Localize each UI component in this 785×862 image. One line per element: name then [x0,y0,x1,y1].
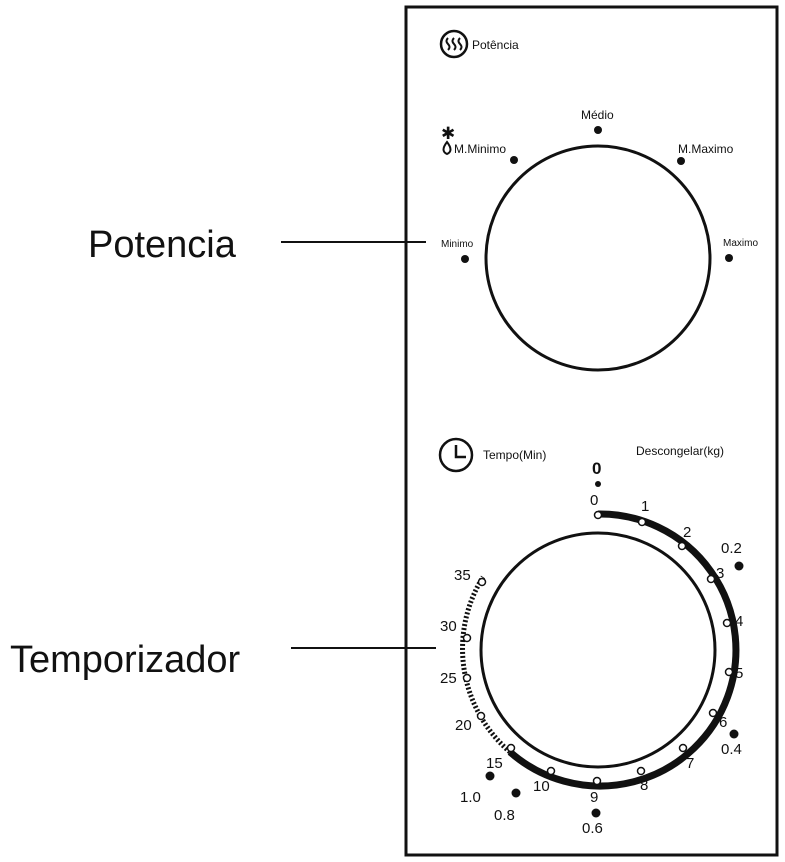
timer-minute-labels: 0 1 2 3 4 5 6 7 8 9 10 15 20 25 30 35 [440,492,743,806]
minute-tick-35 [477,577,487,587]
clock-icon [438,437,474,473]
minute-tick-1 [637,517,647,527]
minute-tick-5 [724,667,734,677]
timer-weight-labels: 0.2 0.4 0.6 0.8 1.0 [460,540,744,837]
level-dot-m-minimo [510,156,518,164]
minute-tick-10 [546,766,556,776]
heat-waves-icon [439,29,469,59]
minute-label-1: 1 [641,498,649,515]
minute-tick-0 [593,510,603,520]
timer-ticks [462,510,734,786]
minute-label-15: 15 [486,755,503,772]
callout-power-label: Potencia [88,224,237,266]
minute-label-7: 7 [686,755,694,772]
weight-dot-0-6 [591,808,601,818]
minute-label-30: 30 [440,618,457,635]
weight-label-1-0: 1.0 [460,789,481,806]
weight-dot-0-8 [511,788,521,798]
timer-defrost-label: Descongelar(kg) [636,444,724,458]
minute-label-9: 9 [590,789,598,806]
minute-label-25: 25 [440,670,457,687]
level-dot-m-maximo [677,157,685,165]
defrost-icon: ✱ [441,124,455,156]
minute-tick-7 [678,743,688,753]
minute-tick-4 [722,618,732,628]
minute-label-5: 5 [735,665,743,682]
level-label-minimo: Minimo [441,239,474,250]
level-dot-maximo [725,254,733,262]
timer-time-label: Tempo(Min) [483,448,546,462]
minute-label-10: 10 [533,778,550,795]
weight-dot-0-2 [734,561,744,571]
minute-label-20: 20 [455,717,472,734]
power-knob[interactable] [484,144,712,372]
weight-label-0-4: 0.4 [721,741,742,758]
minute-tick-8 [636,766,646,776]
power-title: Potência [472,38,519,52]
minute-label-35: 35 [454,567,471,584]
minute-label-0: 0 [590,492,598,509]
weight-label-0-8: 0.8 [494,807,515,824]
level-label-maximo: Maximo [723,238,758,249]
timer-scale-dashed-arc [460,575,512,754]
level-dot-minimo [461,255,469,263]
timer-top-zero: 0 [592,459,601,478]
minute-label-4: 4 [735,613,743,630]
timer-top-dot [595,481,601,487]
timer-scale-thick-arc [507,510,740,790]
level-label-medio: Médio [581,108,614,122]
callout-timer-label: Temporizador [10,639,241,681]
minute-tick-25 [462,673,472,683]
minute-tick-9 [592,776,602,786]
snowflake-icon: ✱ [441,124,455,144]
control-panel-frame [404,5,779,857]
weight-label-0-6: 0.6 [582,820,603,837]
minute-tick-30 [462,633,472,643]
timer-knob[interactable] [479,531,717,769]
minute-tick-6 [708,708,718,718]
minute-tick-3 [706,574,716,584]
level-label-m-minimo: M.Minimo [454,142,506,156]
minute-label-6: 6 [719,714,727,731]
level-dot-medio [594,126,602,134]
level-label-m-maximo: M.Maximo [678,142,734,156]
minute-label-8: 8 [640,777,648,794]
weight-dot-0-4 [729,729,739,739]
minute-tick-15 [506,743,516,753]
minute-tick-2 [677,541,687,551]
water-drop-icon [442,140,452,156]
minute-label-3: 3 [716,565,724,582]
minute-label-2: 2 [683,524,691,541]
weight-dot-1-0 [485,771,495,781]
weight-label-0-2: 0.2 [721,540,742,557]
minute-tick-20 [476,711,486,721]
